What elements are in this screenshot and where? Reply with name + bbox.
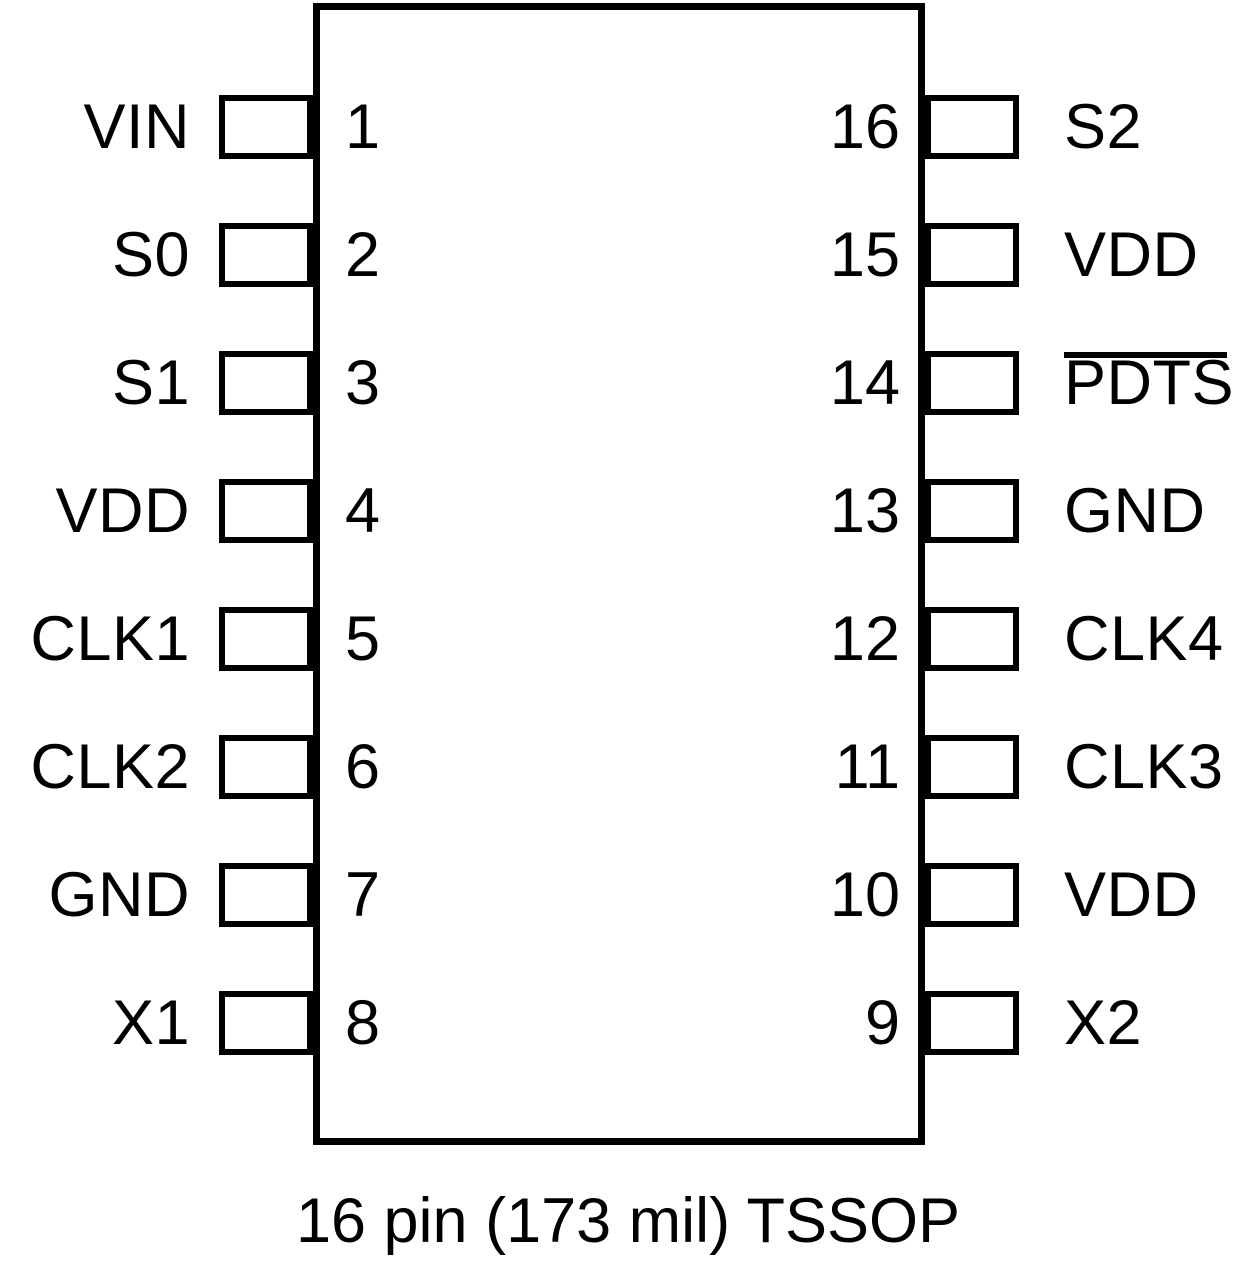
pin-row-right-14: PDTS (925, 351, 1256, 415)
pin-number-8: 8 (345, 988, 381, 1058)
pin-number-10: 10 (829, 860, 900, 930)
pin-pad-right-16 (925, 95, 1019, 159)
pin-pad-left-3 (219, 351, 313, 415)
pin-row-right-16: S2 (925, 95, 1256, 159)
pin-pad-right-9 (925, 991, 1019, 1055)
ic-body-outline (313, 3, 925, 1145)
pin-number-12: 12 (829, 604, 900, 674)
pin-pad-left-8 (219, 991, 313, 1055)
pin-pad-left-1 (219, 95, 313, 159)
pin-number-1: 1 (345, 92, 381, 162)
pin-label-left-6: CLK2 (30, 732, 190, 802)
pin-number-5: 5 (345, 604, 381, 674)
pin-label-left-3: S1 (111, 348, 190, 418)
pin-label-right-11: CLK3 (1064, 732, 1224, 802)
pin-row-right-13: GND (925, 479, 1256, 543)
pin-label-left-8: X1 (111, 988, 190, 1058)
pin-number-15: 15 (829, 220, 900, 290)
pin-pad-right-12 (925, 607, 1019, 671)
pin-number-14: 14 (829, 348, 900, 418)
pin-label-right-10: VDD (1064, 860, 1199, 930)
pin-label-right-16: S2 (1064, 92, 1143, 162)
pin-row-left-7: GND (0, 863, 313, 927)
pin-label-right-12: CLK4 (1064, 604, 1224, 674)
pin-pad-left-6 (219, 735, 313, 799)
pin-pad-left-2 (219, 223, 313, 287)
pin-row-left-6: CLK2 (0, 735, 313, 799)
pin-label-right-15: VDD (1064, 220, 1199, 290)
pin-row-left-2: S0 (0, 223, 313, 287)
pin-pad-right-10 (925, 863, 1019, 927)
pin-label-left-1: VIN (83, 92, 190, 162)
package-caption: 16 pin (173 mil) TSSOP (295, 1186, 961, 1256)
pin-number-9: 9 (864, 988, 900, 1058)
pin-row-left-8: X1 (0, 991, 313, 1055)
pin-number-6: 6 (345, 732, 381, 802)
pin-row-right-12: CLK4 (925, 607, 1256, 671)
pin-row-right-10: VDD (925, 863, 1256, 927)
pin-number-16: 16 (829, 92, 900, 162)
pin-pad-right-15 (925, 223, 1019, 287)
pin-number-11: 11 (834, 732, 900, 802)
pin-row-left-3: S1 (0, 351, 313, 415)
pin-pad-right-13 (925, 479, 1019, 543)
pin-label-left-4: VDD (55, 476, 190, 546)
pin-number-2: 2 (345, 220, 381, 290)
pin-row-right-11: CLK3 (925, 735, 1256, 799)
pin-label-right-13: GND (1064, 476, 1206, 546)
pin-label-right-9: X2 (1064, 988, 1143, 1058)
pin-pad-left-7 (219, 863, 313, 927)
pin-number-7: 7 (345, 860, 381, 930)
pin-number-3: 3 (345, 348, 381, 418)
pin-number-13: 13 (829, 476, 900, 546)
pin-pad-left-5 (219, 607, 313, 671)
pin-pad-right-11 (925, 735, 1019, 799)
pin-label-left-2: S0 (111, 220, 190, 290)
pin-row-left-4: VDD (0, 479, 313, 543)
pin-row-left-5: CLK1 (0, 607, 313, 671)
pin-row-left-1: VIN (0, 95, 313, 159)
pin-row-right-15: VDD (925, 223, 1256, 287)
pin-label-left-5: CLK1 (30, 604, 190, 674)
pin-pad-right-14 (925, 351, 1019, 415)
pin-label-right-14: PDTS (1064, 348, 1235, 418)
pin-pad-left-4 (219, 479, 313, 543)
pin-label-left-7: GND (48, 860, 190, 930)
pin-number-4: 4 (345, 476, 381, 546)
pin-row-right-9: X2 (925, 991, 1256, 1055)
